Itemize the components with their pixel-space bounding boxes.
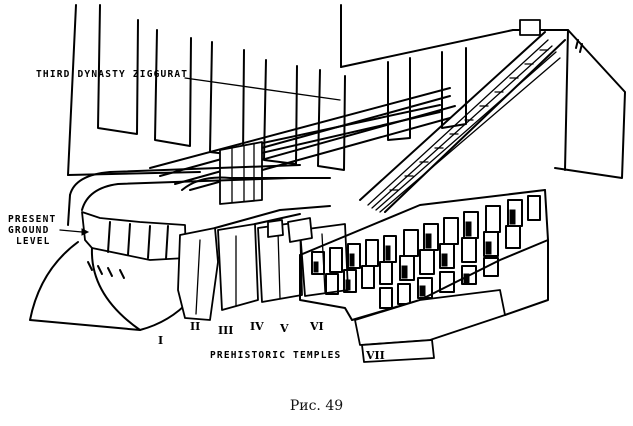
label-leaders: [59, 77, 341, 236]
ground-level-label-line1: PRESENT: [8, 214, 56, 225]
stepped-terraces: [177, 205, 349, 321]
level-IV-label: IV: [250, 320, 264, 333]
ziggurat-label: THIRD DYNASTY ZIGGURAT: [36, 69, 188, 80]
figure-caption: Рис. 49: [289, 398, 344, 414]
ground-level-label-line2: GROUND: [8, 225, 50, 236]
level-VI-label: VI: [309, 320, 324, 333]
level-VII-label: VII: [365, 349, 385, 362]
mound-section: [29, 211, 193, 331]
level-V-label: V: [279, 322, 289, 335]
temple-grid: [299, 189, 549, 363]
ground-level-label-line3: LEVEL: [16, 236, 51, 247]
level-III-label: III: [218, 324, 233, 337]
ziggurat-wall: [67, 4, 561, 176]
ziggurat-platform: [67, 164, 331, 226]
level-II-label: II: [190, 320, 200, 333]
ziggurat-stairway: [359, 19, 626, 213]
level-I-label: I: [158, 334, 163, 347]
temples-label: PREHISTORIC TEMPLES: [210, 350, 341, 361]
